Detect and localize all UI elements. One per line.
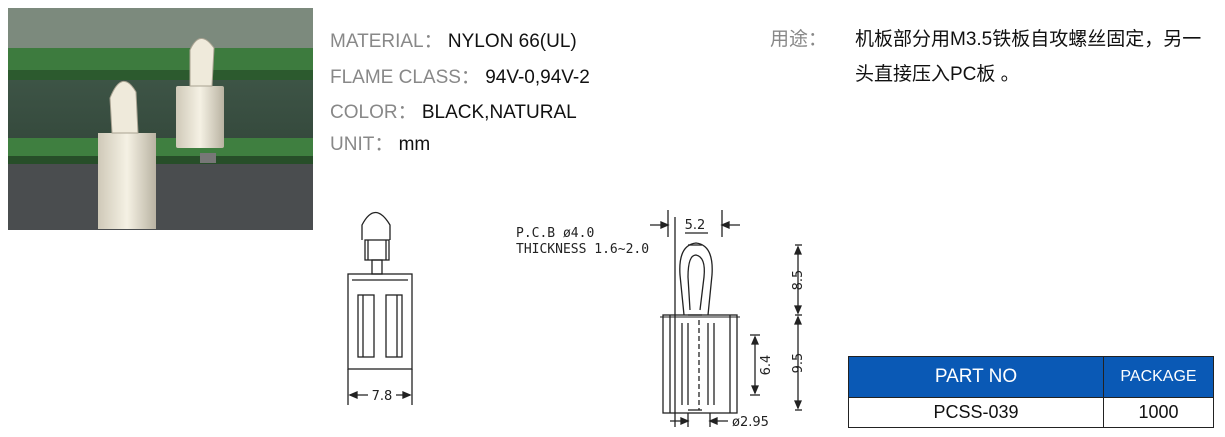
material-row: MATERIAL： NYLON 66(UL): [330, 26, 577, 53]
side-view: [650, 210, 802, 427]
inner-height-dimension: 6.4: [759, 355, 774, 376]
table-row: PCSS-039 1000: [848, 397, 1214, 428]
top-width-dimension: 5.2: [685, 218, 706, 233]
flame-class-row: FLAME CLASS： 94V-0,94V-2: [330, 62, 590, 89]
material-value: NYLON 66(UL): [447, 31, 577, 52]
color-value: BLACK,NATURAL: [421, 102, 577, 123]
unit-label: UNIT：: [330, 134, 394, 155]
thickness-label: THICKNESS 1.6~2.0: [516, 242, 649, 257]
color-row: COLOR： BLACK,NATURAL: [330, 97, 577, 124]
table-header-row: PART NO PACKAGE: [848, 356, 1214, 398]
part-table: PART NO PACKAGE PCSS-039 1000: [848, 356, 1214, 428]
usage-label: 用途：: [770, 29, 828, 50]
material-label: MATERIAL：: [330, 31, 443, 52]
package-header: PACKAGE: [1103, 356, 1214, 398]
package-cell: 1000: [1103, 397, 1214, 428]
bottom-diameter-dimension: ø2.95: [732, 415, 769, 430]
upper-height-dimension: 8.5: [791, 270, 806, 291]
flame-class-label: FLAME CLASS：: [330, 67, 480, 88]
unit-row: UNIT： mm: [330, 129, 430, 156]
product-photo: [8, 8, 313, 230]
width-dimension: 7.8: [372, 389, 393, 404]
lower-height-dimension: 9.5: [791, 353, 806, 374]
part-no-header: PART NO: [848, 356, 1104, 398]
unit-value: mm: [398, 134, 431, 155]
flame-class-value: 94V-0,94V-2: [485, 67, 590, 88]
technical-drawing: 7.8: [347, 210, 806, 430]
pcb-label: P.C.B ø4.0: [516, 226, 594, 241]
usage-text: 机板部分用M3.5铁板自攻螺丝固定，另一头直接压入PC板 。: [855, 29, 1202, 85]
color-label: COLOR：: [330, 102, 417, 123]
front-view: [347, 211, 413, 405]
part-no-cell: PCSS-039: [848, 397, 1104, 428]
